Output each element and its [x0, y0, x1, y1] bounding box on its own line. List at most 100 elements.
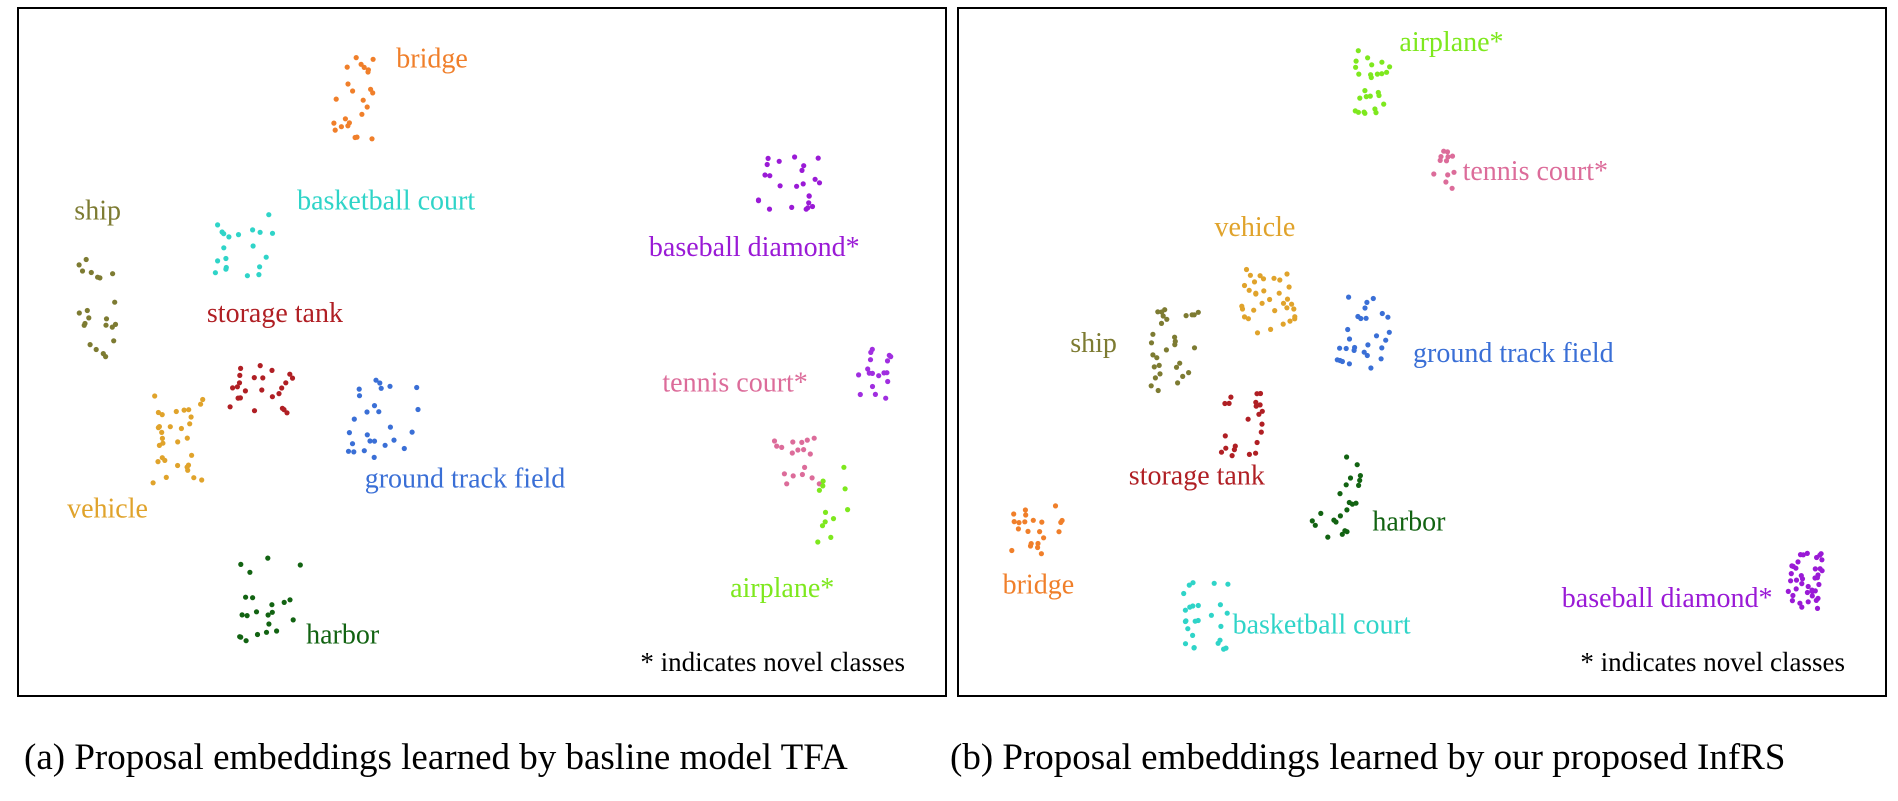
scatter-point	[1373, 333, 1380, 339]
scatter-point	[779, 444, 785, 450]
scatter-point	[1799, 576, 1806, 582]
scatter-point	[820, 483, 826, 489]
scatter-point	[867, 357, 874, 363]
scatter-point	[764, 161, 770, 168]
scatter-point	[175, 439, 181, 445]
scatter-point	[776, 158, 782, 164]
scatter-point	[1379, 71, 1385, 77]
scatter-point	[1271, 275, 1277, 281]
scatter-point	[378, 385, 384, 391]
scatter-point	[1449, 185, 1455, 191]
scatter-point	[79, 268, 86, 274]
scatter-point	[1222, 433, 1228, 439]
scatter-point	[1225, 581, 1231, 587]
scatter-point	[1345, 326, 1351, 333]
scatter-point	[806, 200, 812, 206]
scatter-point	[1445, 154, 1451, 160]
scatter-point	[1267, 296, 1273, 303]
scatter-point	[1344, 454, 1350, 460]
scatter-point	[815, 539, 821, 545]
cluster-label: bridge	[1003, 570, 1075, 601]
scatter-point	[86, 315, 92, 321]
scatter-point	[1363, 94, 1369, 100]
scatter-point	[1258, 429, 1264, 435]
scatter-point	[774, 443, 780, 449]
scatter-point	[87, 342, 93, 348]
scatter-point	[1015, 526, 1021, 532]
scatter-point	[279, 385, 285, 391]
scatter-point	[1155, 387, 1161, 394]
cluster-label: harbor	[1372, 507, 1446, 538]
cluster-label: baseball diamond*	[649, 232, 860, 263]
scatter-point	[1148, 340, 1155, 346]
scatter-point	[103, 322, 109, 328]
scatter-point	[163, 474, 169, 480]
scatter-point	[1038, 551, 1044, 557]
scatter-point	[1183, 313, 1189, 319]
scatter-point	[344, 64, 350, 70]
scatter-point	[762, 172, 768, 178]
scatter-point	[1364, 352, 1370, 359]
scatter-point	[199, 477, 205, 483]
scatter-point	[1365, 55, 1371, 61]
scatter-point	[1280, 321, 1286, 327]
scatter-point	[1185, 626, 1191, 632]
scatter-point	[346, 120, 352, 126]
scatter-point	[816, 487, 823, 493]
scatter-point	[1254, 330, 1261, 336]
scatter-point	[1333, 519, 1339, 525]
scatter-point	[332, 127, 338, 133]
scatter-point	[345, 448, 352, 454]
scatter-point	[1334, 357, 1340, 363]
scatter-point	[885, 378, 891, 385]
scatter-point	[367, 438, 373, 444]
scatter-point	[238, 634, 244, 640]
scatter-point	[1344, 529, 1350, 535]
scatter-point	[235, 232, 242, 238]
scatter-point	[1239, 306, 1246, 312]
scatter-point	[1795, 559, 1801, 565]
scatter-point	[1337, 491, 1343, 497]
scatter-point	[784, 481, 790, 487]
scatter-point	[351, 416, 357, 422]
cluster-label: basketball court	[1233, 609, 1411, 640]
scatter-point	[371, 438, 378, 444]
scatter-point	[237, 372, 243, 378]
scatter-point	[1276, 290, 1282, 296]
scatter-point	[253, 609, 260, 615]
scatter-point	[868, 349, 874, 355]
scatter-point	[1190, 632, 1196, 639]
scatter-point	[1180, 373, 1186, 379]
scatter-point	[1186, 582, 1192, 588]
scatter-point	[1379, 345, 1385, 351]
scatter-point	[1793, 586, 1799, 592]
scatter-point	[799, 471, 806, 478]
scatter-point	[799, 167, 805, 173]
scatter-point	[1812, 588, 1818, 594]
novel-classes-note: * indicates novel classes	[1580, 647, 1845, 677]
scatter-point	[1337, 345, 1343, 351]
cluster-label: tennis court*	[662, 368, 807, 399]
scatter-point	[371, 403, 378, 409]
caption-a: (a) Proposal embeddings learned by basli…	[24, 737, 848, 778]
scatter-point	[1789, 563, 1795, 569]
scatter-point	[1797, 600, 1803, 606]
scatter-point	[269, 602, 275, 608]
scatter-point	[792, 154, 798, 160]
scatter-point	[215, 258, 221, 264]
scatter-point	[186, 407, 192, 413]
scatter-point	[175, 462, 181, 469]
scatter-point	[223, 255, 229, 262]
scatter-point	[364, 432, 370, 438]
scatter-point	[353, 55, 359, 61]
scatter-point	[1358, 315, 1364, 322]
scatter-point	[1217, 637, 1223, 643]
scatter-point	[1151, 364, 1157, 370]
scatter-point	[365, 69, 371, 75]
scatter-point	[221, 245, 227, 251]
scatter-point	[820, 478, 826, 484]
scatter-point	[1819, 557, 1825, 563]
scatter-point	[1362, 110, 1368, 116]
scatter-point	[1251, 307, 1257, 313]
scatter-point	[1150, 331, 1156, 337]
